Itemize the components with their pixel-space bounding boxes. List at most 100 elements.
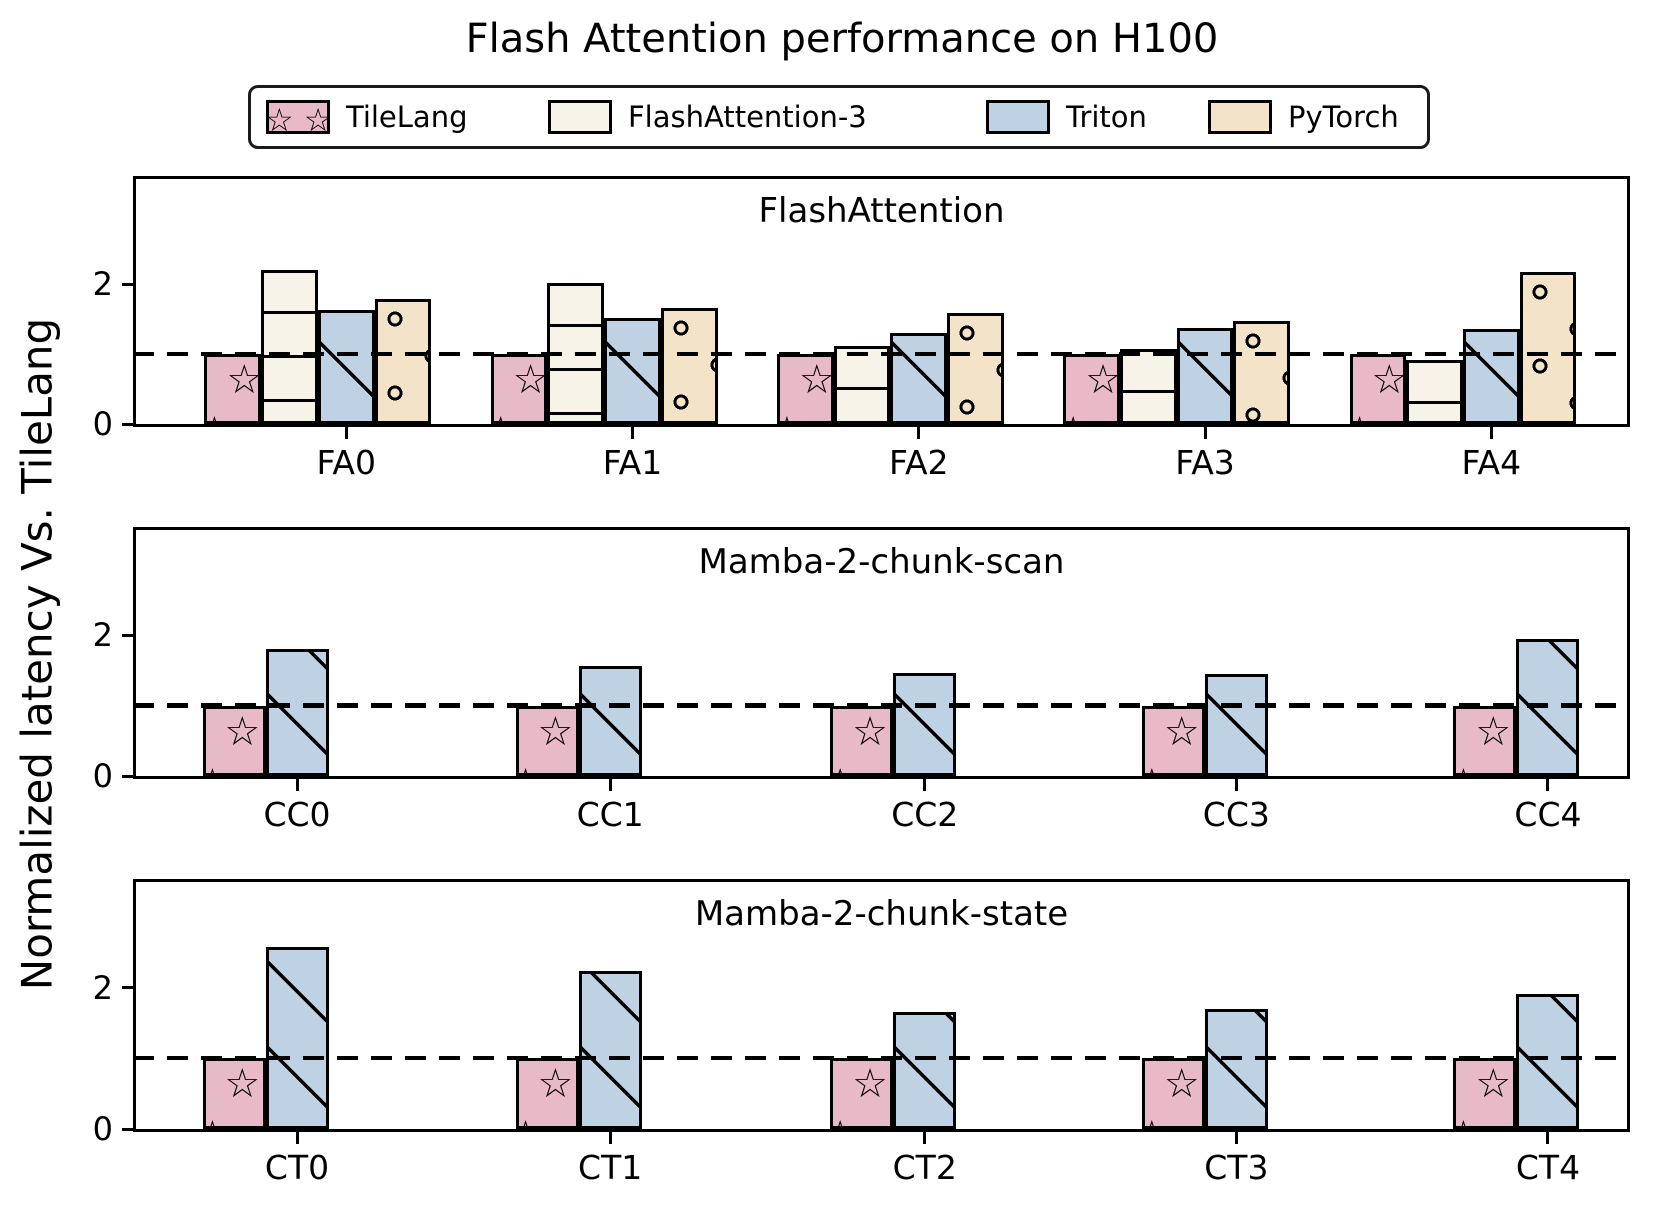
y-tick-mark — [122, 282, 133, 286]
circles-hatch — [377, 302, 429, 422]
legend-label-pytorch: PyTorch — [1288, 100, 1399, 134]
legend-label-flashattention3: FlashAttention-3 — [628, 100, 867, 134]
bar-tilelang-ct4: ☆☆☆☆☆☆☆☆☆☆☆☆☆☆☆☆☆☆☆☆☆☆☆☆☆☆☆☆☆☆☆☆ — [1453, 1058, 1517, 1129]
bar-flashattention-3-fa3 — [1119, 349, 1177, 424]
bar-triton-fa0 — [317, 309, 375, 424]
star-hatch: ☆☆☆☆☆☆☆☆☆☆☆☆☆☆☆☆☆☆☆☆☆☆☆☆☆☆☆☆☆☆☆☆ — [1066, 357, 1117, 421]
star-hatch: ☆☆☆☆☆☆☆☆☆☆☆☆☆☆☆☆☆☆☆☆☆☆☆☆☆☆☆☆☆☆☆☆ — [833, 709, 890, 773]
x-tick-mark — [608, 1132, 612, 1144]
star-hatch-row: ☆☆☆☆ — [207, 406, 258, 421]
bar-triton-ct0 — [265, 946, 329, 1129]
bar-triton-cc0 — [265, 648, 329, 776]
star-hatch-row: ☆☆☆☆ — [1066, 406, 1117, 421]
x-tick-label-cc0: CC0 — [263, 795, 331, 834]
y-tick-label: 2 — [92, 616, 113, 655]
bar-triton-ct3 — [1204, 1009, 1268, 1129]
backslash-hatch — [581, 973, 639, 1126]
star-hatch-row: ☆☆☆☆ — [1353, 406, 1404, 421]
bar-tilelang-ct2: ☆☆☆☆☆☆☆☆☆☆☆☆☆☆☆☆☆☆☆☆☆☆☆☆☆☆☆☆☆☆☆☆ — [830, 1058, 894, 1129]
backslash-hatch — [268, 949, 326, 1126]
y-tick-mark — [122, 1127, 133, 1131]
backslash-hatch — [607, 321, 658, 422]
backslash-hatch — [1207, 1012, 1265, 1127]
star-hatch-row: ☆☆☆☆ — [780, 357, 831, 406]
star-hatch: ☆☆☆☆☆☆☆☆☆☆☆☆☆☆☆☆☆☆☆☆☆☆☆☆☆☆☆☆☆☆☆☆ — [1353, 357, 1404, 421]
star-hatch: ☆☆☆☆☆☆☆☆☆☆☆☆☆☆☆☆☆☆☆☆☆☆☆☆☆☆☆☆☆☆☆☆ — [519, 1061, 576, 1126]
x-tick-mark — [295, 779, 299, 791]
y-tick-label: 0 — [92, 1110, 113, 1148]
bar-triton-cc1 — [578, 666, 642, 776]
star-hatch-row: ☆☆☆☆ — [833, 1061, 890, 1110]
star-hatch: ☆☆☆☆☆☆☆☆☆☆☆☆☆☆☆☆☆☆☆☆☆☆☆☆☆☆☆☆☆☆☆☆ — [1145, 1061, 1202, 1126]
x-tick-label-ct2: CT2 — [892, 1148, 957, 1187]
bar-triton-cc2 — [893, 672, 957, 776]
baseline-dashed-line — [133, 351, 1630, 356]
x-tick-label-fa2: FA2 — [889, 443, 949, 482]
bar-tilelang-fa0: ☆☆☆☆☆☆☆☆☆☆☆☆☆☆☆☆☆☆☆☆☆☆☆☆☆☆☆☆☆☆☆☆ — [204, 354, 262, 424]
hlines-hatch — [1409, 363, 1460, 422]
legend-item-tilelang: ☆☆TileLang — [266, 100, 468, 134]
x-tick-mark — [608, 779, 612, 791]
bar-flashattention-3-fa0 — [261, 270, 318, 424]
star-hatch: ☆☆☆☆☆☆☆☆☆☆☆☆☆☆☆☆☆☆☆☆☆☆☆☆☆☆☆☆☆☆☆☆ — [780, 357, 831, 421]
bar-triton-fa2 — [890, 333, 948, 424]
backslash-hatch — [1179, 331, 1231, 422]
x-tick-label-ct0: CT0 — [264, 1148, 330, 1187]
bar-tilelang-cc2: ☆☆☆☆☆☆☆☆☆☆☆☆☆☆☆☆☆☆☆☆☆☆☆☆☆☆☆☆☆☆☆☆ — [830, 705, 894, 776]
panel-label: Mamba-2-chunk-scan — [698, 542, 1065, 582]
y-tick-mark — [122, 633, 133, 637]
star-hatch-row: ☆☆☆☆ — [519, 709, 576, 758]
star-hatch-row: ☆☆☆☆ — [1145, 709, 1202, 758]
x-tick-label-cc1: CC1 — [576, 795, 644, 834]
x-tick-label-ct3: CT3 — [1204, 1148, 1269, 1187]
star-hatch-row: ☆☆☆☆ — [833, 1110, 890, 1126]
x-tick-label-fa1: FA1 — [602, 443, 663, 482]
panel-label: FlashAttention — [758, 191, 1005, 231]
y-tick-mark — [122, 422, 133, 426]
star-hatch: ☆☆☆☆☆☆☆☆☆☆☆☆☆☆☆☆☆☆☆☆☆☆☆☆☆☆☆☆☆☆☆☆ — [207, 357, 258, 421]
star-hatch-row: ☆☆☆☆ — [780, 406, 831, 421]
y-tick-label: 2 — [92, 265, 113, 303]
bar-tilelang-fa2: ☆☆☆☆☆☆☆☆☆☆☆☆☆☆☆☆☆☆☆☆☆☆☆☆☆☆☆☆☆☆☆☆ — [777, 354, 834, 424]
bar-pytorch-fa3 — [1233, 321, 1291, 424]
axes-panel-mamba-2-chunk-scan: Mamba-2-chunk-scan☆☆☆☆☆☆☆☆☆☆☆☆☆☆☆☆☆☆☆☆☆☆… — [122, 527, 1630, 791]
bar-triton-fa3 — [1176, 328, 1234, 424]
hlines-hatch — [836, 349, 888, 422]
star-hatch: ☆☆☆☆☆☆☆☆☆☆☆☆☆☆☆☆☆☆☆☆☆☆☆☆☆☆☆☆☆☆☆☆ — [1145, 709, 1202, 773]
star-hatch-row: ☆☆☆☆ — [494, 357, 545, 406]
x-tick-mark — [1546, 1132, 1550, 1144]
y-axis-label: Normalized latency Vs. TileLang — [12, 317, 62, 991]
x-tick-mark — [295, 1132, 299, 1144]
axes-panel-mamba-2-chunk-state: Mamba-2-chunk-state☆☆☆☆☆☆☆☆☆☆☆☆☆☆☆☆☆☆☆☆☆… — [122, 879, 1630, 1144]
star-hatch-row: ☆☆☆☆ — [206, 758, 263, 773]
star-hatch: ☆☆☆☆☆☆☆☆☆☆☆☆☆☆☆☆☆☆☆☆☆☆☆☆☆☆☆☆☆☆☆☆ — [519, 709, 576, 773]
bar-tilelang-cc4: ☆☆☆☆☆☆☆☆☆☆☆☆☆☆☆☆☆☆☆☆☆☆☆☆☆☆☆☆☆☆☆☆ — [1453, 705, 1517, 776]
circles-hatch — [950, 316, 1001, 422]
star-hatch: ☆☆☆☆☆☆☆☆☆☆☆☆☆☆☆☆☆☆☆☆☆☆☆☆☆☆☆☆☆☆☆☆ — [1456, 709, 1513, 773]
backslash-hatch — [1465, 331, 1517, 421]
bar-triton-ct2 — [893, 1011, 957, 1129]
x-tick-mark — [923, 1132, 927, 1144]
x-tick-mark — [1203, 427, 1207, 439]
bar-tilelang-ct3: ☆☆☆☆☆☆☆☆☆☆☆☆☆☆☆☆☆☆☆☆☆☆☆☆☆☆☆☆☆☆☆☆ — [1141, 1058, 1205, 1129]
x-tick-mark — [917, 427, 921, 439]
star-hatch-row: ☆☆☆☆ — [206, 709, 263, 758]
x-tick-label-fa0: FA0 — [316, 443, 376, 482]
bar-tilelang-cc1: ☆☆☆☆☆☆☆☆☆☆☆☆☆☆☆☆☆☆☆☆☆☆☆☆☆☆☆☆☆☆☆☆ — [515, 705, 579, 776]
hlines-hatch — [1122, 352, 1174, 422]
star-hatch-row: ☆☆☆☆ — [1145, 1061, 1202, 1110]
panel-label: Mamba-2-chunk-state — [694, 894, 1069, 934]
bar-triton-fa1 — [604, 318, 661, 424]
bar-triton-ct4 — [1516, 993, 1580, 1129]
y-tick-label: 2 — [92, 968, 113, 1007]
x-tick-mark — [1489, 427, 1493, 439]
star-hatch: ☆☆☆☆☆☆☆☆☆☆☆☆☆☆☆☆☆☆☆☆☆☆☆☆☆☆☆☆☆☆☆☆ — [1456, 1061, 1513, 1126]
star-hatch-row: ☆☆☆☆ — [207, 357, 258, 406]
bar-pytorch-fa2 — [947, 313, 1004, 424]
star-hatch-row: ☆☆☆☆ — [833, 709, 890, 758]
legend-swatch-tilelang: ☆☆ — [266, 100, 330, 134]
bar-tilelang-cc3: ☆☆☆☆☆☆☆☆☆☆☆☆☆☆☆☆☆☆☆☆☆☆☆☆☆☆☆☆☆☆☆☆ — [1141, 705, 1205, 776]
backslash-hatch — [896, 675, 954, 773]
x-tick-label-cc2: CC2 — [891, 795, 959, 834]
